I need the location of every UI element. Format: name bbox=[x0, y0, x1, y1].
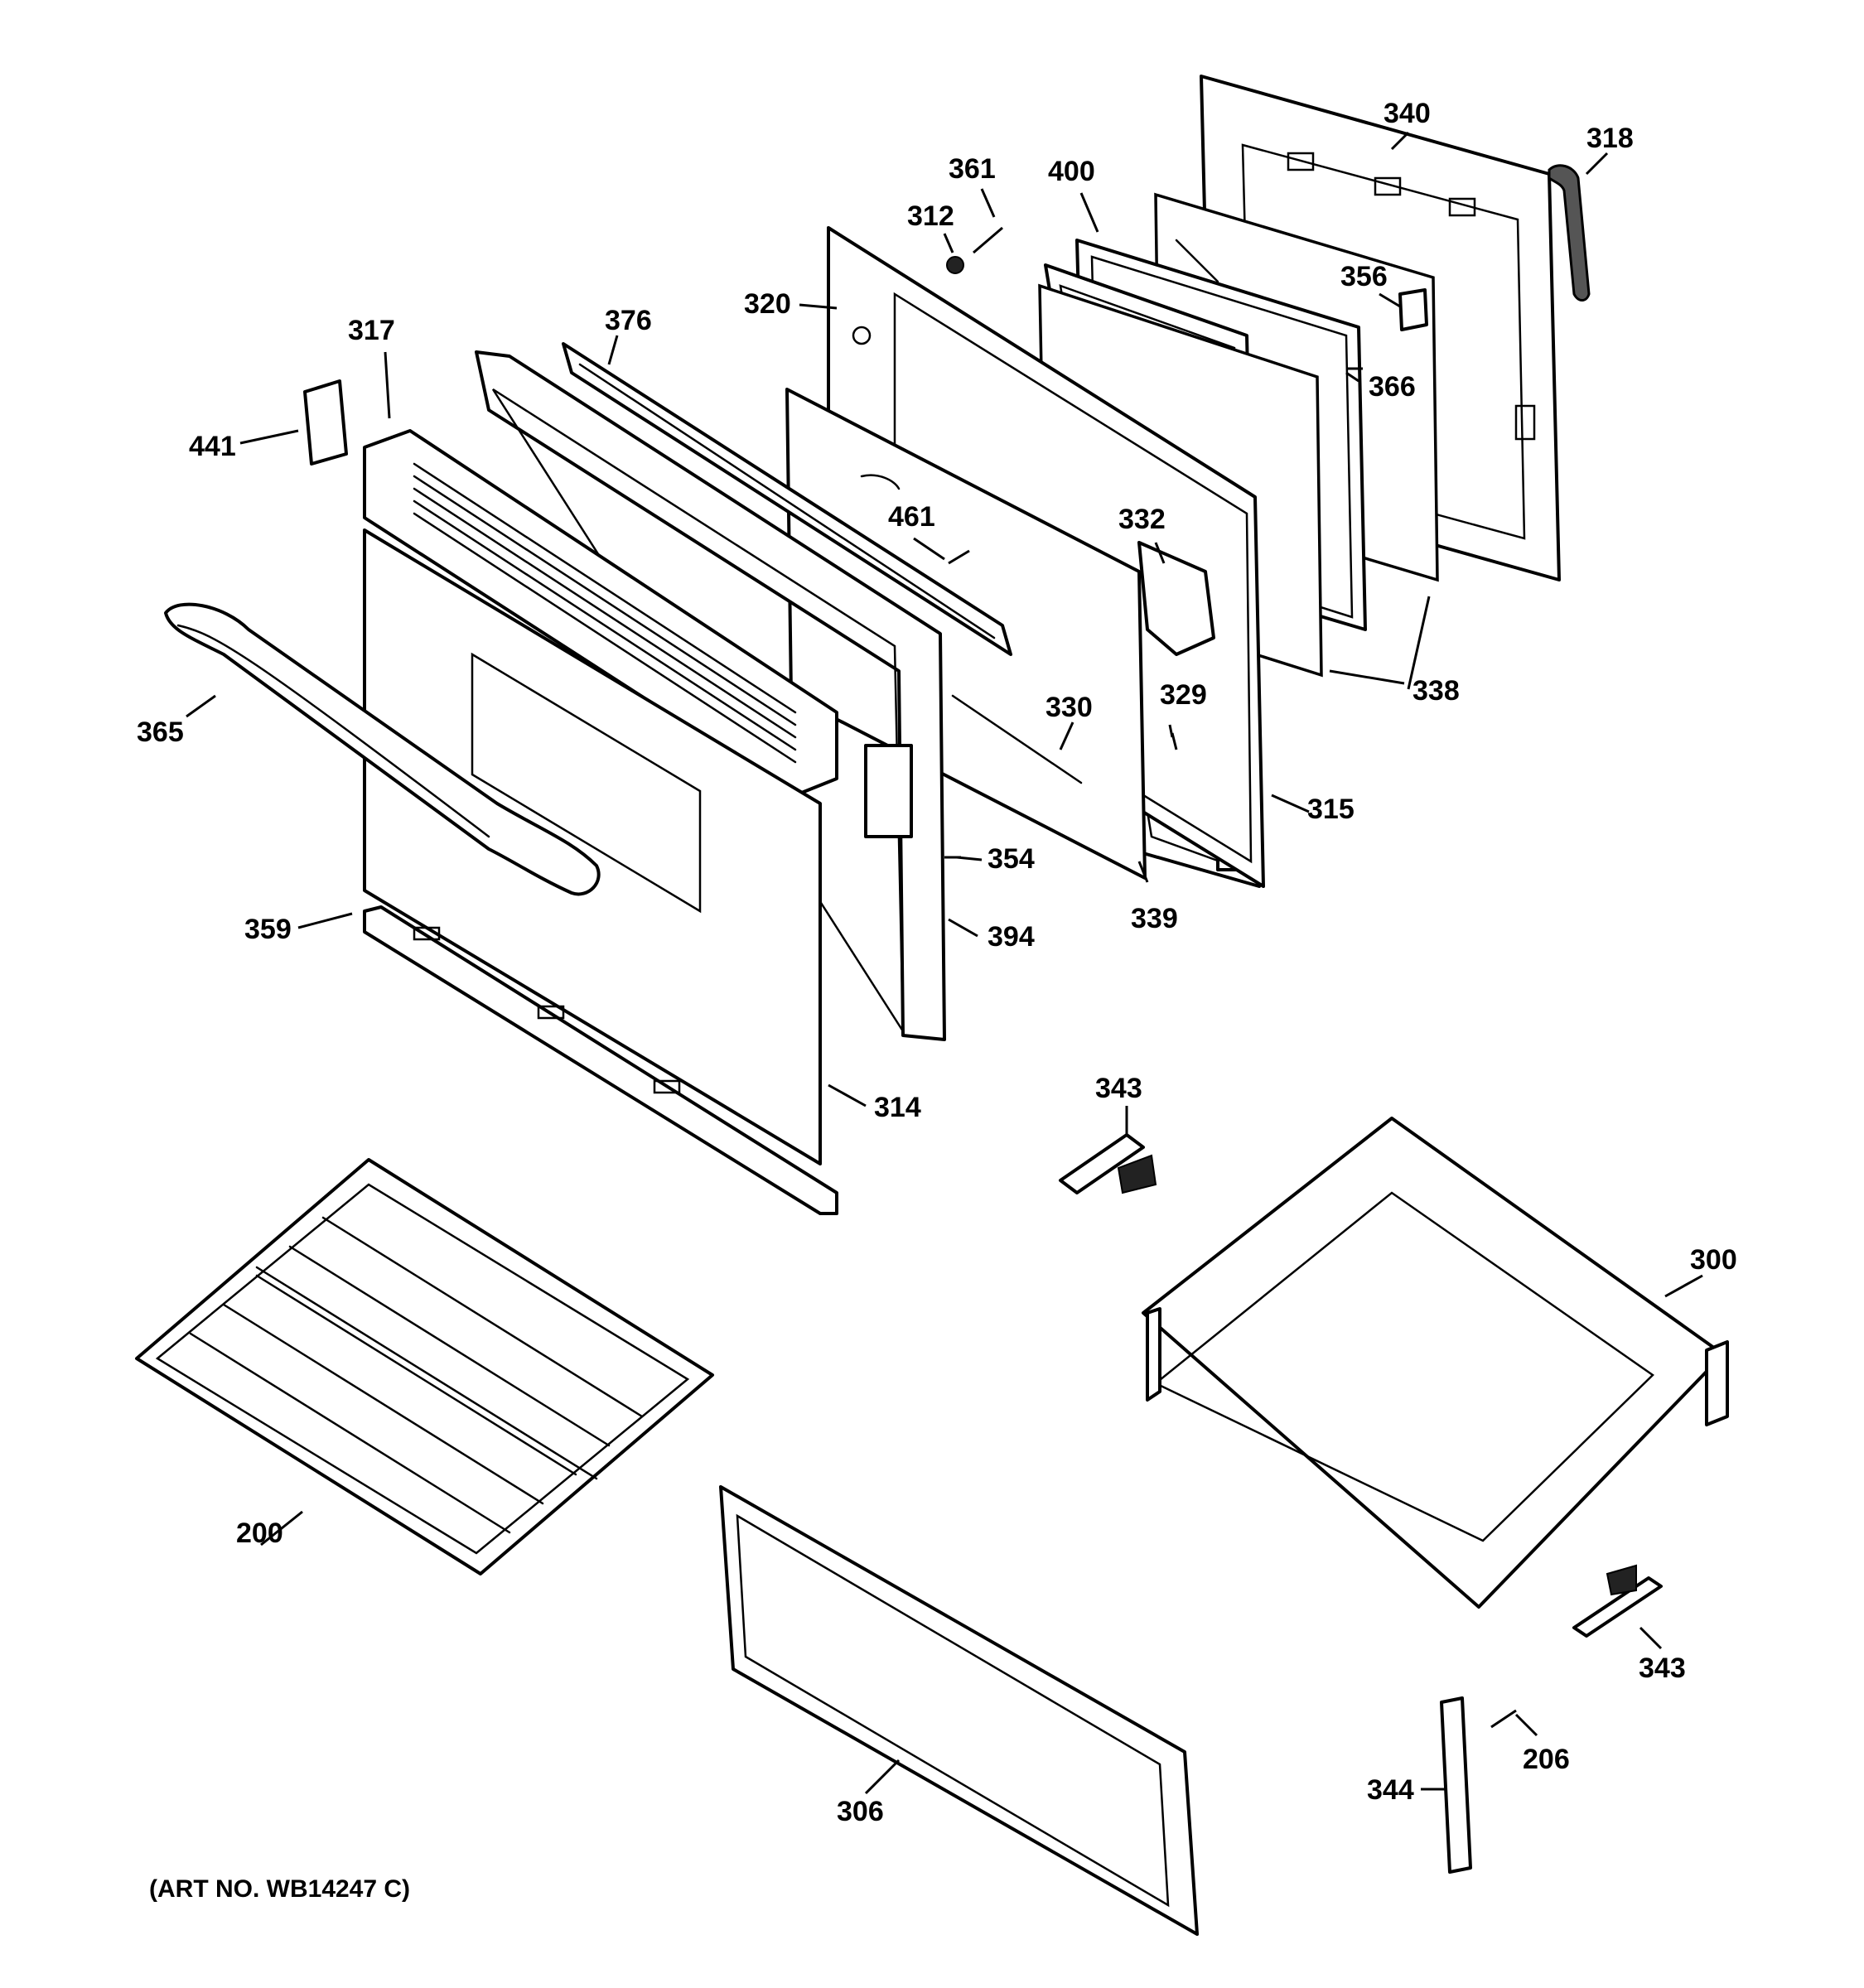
label-318: 318 bbox=[1586, 123, 1634, 154]
label-376: 376 bbox=[605, 305, 652, 336]
part-labels: 340 318 361 400 312 320 356 376 317 366 … bbox=[137, 98, 1737, 1827]
part-376-vent-bracket bbox=[562, 342, 1012, 656]
label-461: 461 bbox=[888, 501, 935, 533]
label-317: 317 bbox=[348, 315, 395, 346]
label-320: 320 bbox=[744, 288, 791, 320]
label-394: 394 bbox=[988, 921, 1035, 953]
part-344-bracket bbox=[1440, 1696, 1472, 1874]
label-206: 206 bbox=[1523, 1744, 1570, 1775]
label-343-top: 343 bbox=[1095, 1073, 1142, 1104]
part-318-gasket bbox=[1548, 164, 1591, 302]
part-317-vent-trim bbox=[363, 429, 838, 797]
label-365: 365 bbox=[137, 717, 184, 748]
label-339: 339 bbox=[1131, 903, 1178, 934]
part-306-drawer-front bbox=[719, 1485, 1199, 1936]
label-200: 200 bbox=[236, 1518, 283, 1549]
part-343-slide-top bbox=[1059, 1133, 1157, 1194]
label-340: 340 bbox=[1384, 98, 1431, 129]
part-332-insulation bbox=[1137, 541, 1215, 656]
fasteners bbox=[944, 226, 1517, 1729]
part-359-bottom-trim bbox=[363, 905, 838, 1215]
label-343-bottom: 343 bbox=[1639, 1653, 1686, 1684]
part-314-outer-door bbox=[363, 528, 822, 1165]
label-359: 359 bbox=[244, 914, 292, 945]
part-361-screw bbox=[973, 226, 1003, 254]
leader-lines bbox=[186, 131, 1703, 1795]
part-200-oven-rack bbox=[135, 1158, 714, 1575]
label-329: 329 bbox=[1160, 679, 1207, 711]
label-314: 314 bbox=[874, 1092, 921, 1123]
label-312: 312 bbox=[907, 200, 954, 232]
part-394-door-frame bbox=[475, 350, 946, 1041]
label-366: 366 bbox=[1369, 371, 1416, 403]
part-343-slide-bottom bbox=[1572, 1564, 1663, 1638]
part-300-drawer bbox=[1142, 1117, 1729, 1609]
label-330: 330 bbox=[1045, 692, 1093, 723]
art-number: (ART NO. WB14247 C) bbox=[149, 1875, 410, 1903]
part-461-screw bbox=[948, 549, 970, 565]
label-306: 306 bbox=[837, 1796, 884, 1827]
label-332: 332 bbox=[1118, 504, 1166, 535]
label-441: 441 bbox=[189, 431, 236, 462]
part-356-clip bbox=[1398, 288, 1428, 331]
label-315: 315 bbox=[1307, 794, 1355, 825]
label-356: 356 bbox=[1340, 261, 1388, 292]
part-365-door-handle bbox=[164, 602, 601, 896]
label-344: 344 bbox=[1367, 1774, 1414, 1806]
part-312-nut bbox=[946, 256, 964, 274]
label-338: 338 bbox=[1412, 675, 1460, 707]
label-361: 361 bbox=[949, 153, 996, 185]
part-441-bracket bbox=[303, 379, 348, 466]
label-354: 354 bbox=[988, 843, 1035, 875]
label-300: 300 bbox=[1690, 1244, 1737, 1276]
part-206-screw bbox=[1490, 1709, 1517, 1729]
label-400: 400 bbox=[1048, 156, 1095, 187]
